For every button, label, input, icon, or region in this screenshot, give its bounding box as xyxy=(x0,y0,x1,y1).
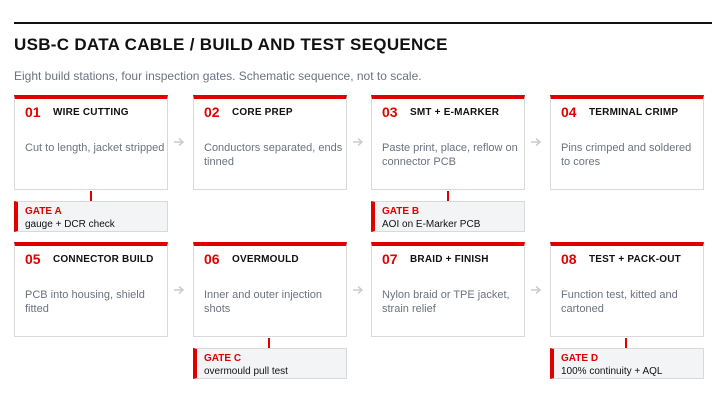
station-number: 02 xyxy=(204,104,220,120)
station-description: Inner and outer injection shots xyxy=(204,289,323,315)
gate-c: GATE C overmould pull test xyxy=(193,348,347,379)
station-description: PCB into housing, shield fitted xyxy=(25,289,145,315)
gate-title: GATE C xyxy=(204,353,242,364)
station-card-03: 03 SMT + E-MARKER Paste print, place, re… xyxy=(371,95,525,190)
station-description: Cut to length, jacket stripped xyxy=(25,142,165,154)
station-name: SMT + E-MARKER xyxy=(410,107,500,118)
station-description: Conductors separated, ends tinned xyxy=(204,142,343,168)
gate-d: GATE D 100% continuity + AQL xyxy=(550,348,704,379)
arrow-right-icon xyxy=(531,138,541,146)
gate-title: GATE D xyxy=(561,353,599,364)
gate-detail: AOI on E-Marker PCB xyxy=(382,219,481,230)
station-description: Pins crimped and soldered to cores xyxy=(561,142,692,168)
station-card-07: 07 BRAID + FINISH Nylon braid or TPE jac… xyxy=(371,242,525,337)
station-number: 07 xyxy=(382,251,398,267)
gate-b: GATE B AOI on E-Marker PCB xyxy=(371,201,525,232)
gate-detail: overmould pull test xyxy=(204,366,288,377)
page-title: USB-C DATA CABLE / BUILD AND TEST SEQUEN… xyxy=(14,35,448,54)
station-number: 01 xyxy=(25,104,41,120)
station-name: OVERMOULD xyxy=(232,254,299,265)
station-card-06: 06 OVERMOULD Inner and outer injection s… xyxy=(193,242,347,337)
arrow-right-icon xyxy=(174,138,184,146)
station-name: TERMINAL CRIMP xyxy=(589,107,679,118)
gate-connector xyxy=(90,191,92,201)
page-subtitle: Eight build stations, four inspection ga… xyxy=(14,69,422,83)
station-number: 08 xyxy=(561,251,577,267)
station-description: Nylon braid or TPE jacket, strain relief xyxy=(382,289,510,315)
station-name: CORE PREP xyxy=(232,107,293,118)
station-number: 03 xyxy=(382,104,398,120)
arrow-right-icon xyxy=(353,286,363,294)
gate-detail: 100% continuity + AQL xyxy=(561,366,663,377)
gate-title: GATE A xyxy=(25,206,62,217)
station-number: 06 xyxy=(204,251,220,267)
station-name: TEST + PACK-OUT xyxy=(589,254,681,265)
station-card-05: 05 CONNECTOR BUILD PCB into housing, shi… xyxy=(14,242,168,337)
station-card-01: 01 WIRE CUTTING Cut to length, jacket st… xyxy=(14,95,168,190)
station-card-04: 04 TERMINAL CRIMP Pins crimped and solde… xyxy=(550,95,704,190)
gate-connector xyxy=(447,191,449,201)
top-rule xyxy=(14,22,712,24)
station-card-08: 08 TEST + PACK-OUT Function test, kitted… xyxy=(550,242,704,337)
station-description: Paste print, place, reflow on connector … xyxy=(382,142,518,168)
gate-connector xyxy=(625,338,627,348)
arrow-right-icon xyxy=(174,286,184,294)
station-name: CONNECTOR BUILD xyxy=(53,254,154,265)
gate-connector xyxy=(268,338,270,348)
station-number: 04 xyxy=(561,104,577,120)
gate-a: GATE A gauge + DCR check xyxy=(14,201,168,232)
station-card-02: 02 CORE PREP Conductors separated, ends … xyxy=(193,95,347,190)
gate-detail: gauge + DCR check xyxy=(25,219,115,230)
station-name: BRAID + FINISH xyxy=(410,254,489,265)
station-name: WIRE CUTTING xyxy=(53,107,129,118)
gate-title: GATE B xyxy=(382,206,420,217)
station-description: Function test, kitted and cartoned xyxy=(561,289,678,315)
arrow-right-icon xyxy=(531,286,541,294)
arrow-right-icon xyxy=(353,138,363,146)
station-number: 05 xyxy=(25,251,41,267)
